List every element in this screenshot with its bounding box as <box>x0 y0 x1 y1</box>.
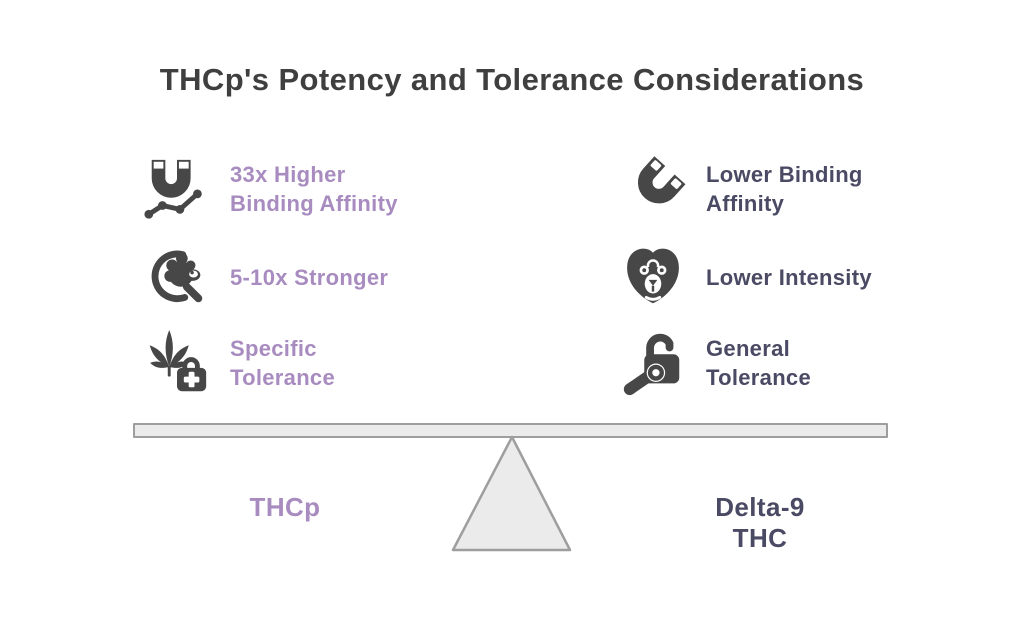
balance-fulcrum <box>451 435 572 552</box>
feature-label: 5-10x Stronger <box>230 264 389 290</box>
magnet-chart-icon <box>142 154 212 224</box>
feature-delta9-binding-affinity: Lower Binding Affinity <box>618 153 863 225</box>
magnet-icon <box>618 154 688 224</box>
feature-thcp-tolerance: Specific Tolerance <box>142 327 335 399</box>
feature-thcp-binding-affinity: 33x Higher Binding Affinity <box>142 153 398 225</box>
feature-label: Lower Intensity <box>706 264 872 290</box>
feature-label: General Tolerance <box>706 336 811 390</box>
lock-key-icon <box>618 328 688 398</box>
balance-label-thcp: THCp <box>249 492 321 522</box>
lion-face-icon <box>618 242 688 312</box>
cannabis-medkit-icon <box>142 328 212 398</box>
balance-label-delta9: Delta-9 THC <box>715 492 805 553</box>
feature-label: Lower Binding Affinity <box>706 162 863 216</box>
lion-magnifier-icon <box>142 242 212 312</box>
feature-label: 33x Higher Binding Affinity <box>230 162 398 216</box>
page-title: THCp's Potency and Tolerance Considerati… <box>159 62 865 97</box>
balance-beam <box>133 423 888 438</box>
feature-delta9-intensity: Lower Intensity <box>618 241 872 313</box>
feature-label: Specific Tolerance <box>230 336 335 390</box>
feature-thcp-stronger: 5-10x Stronger <box>142 241 388 313</box>
feature-delta9-tolerance: General Tolerance <box>618 327 811 399</box>
